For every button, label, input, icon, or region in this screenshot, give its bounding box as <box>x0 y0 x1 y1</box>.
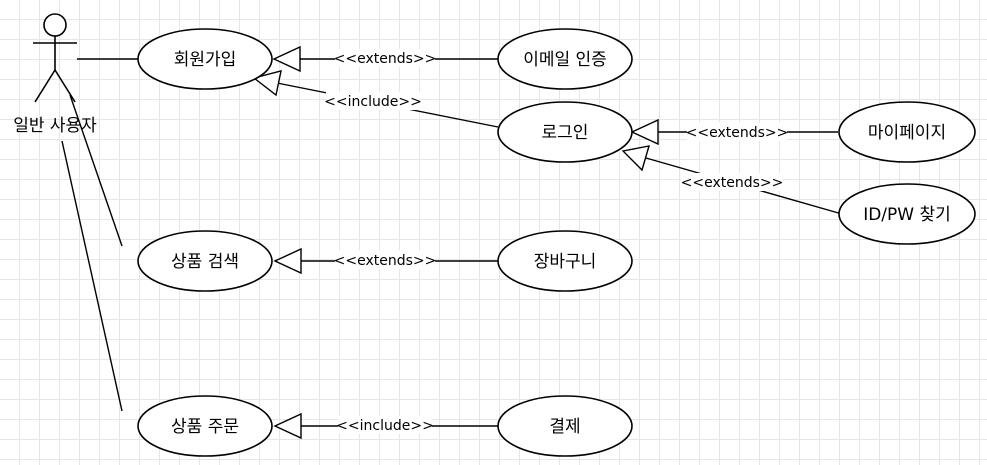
actor-left-leg <box>34 69 56 103</box>
usecase-product-order[interactable]: 상품 주문 <box>137 395 273 457</box>
svg-text:마이페이지: 마이페이지 <box>868 123 946 143</box>
svg-text:<<include>>: <<include>> <box>336 418 434 434</box>
svg-text:회원가입: 회원가입 <box>174 50 237 70</box>
svg-text:<<extends>>: <<extends>> <box>334 253 437 269</box>
usecase-email-verify[interactable]: 이메일 인증 <box>497 28 633 90</box>
label-payment-include: <<include>> <box>336 416 434 434</box>
actor-right-leg <box>54 69 76 103</box>
svg-text:<<extends>>: <<extends>> <box>681 175 784 191</box>
actor-general-user[interactable]: 일반 사용자 <box>13 13 97 136</box>
label-email-extends: <<extends>> <box>334 49 437 67</box>
actor-label: 일반 사용자 <box>13 116 97 136</box>
usecase-login[interactable]: 로그인 <box>497 101 633 163</box>
label-mypage-extends: <<extends>> <box>686 123 789 141</box>
association-product-search[interactable] <box>69 94 123 247</box>
association-product-order[interactable] <box>61 140 123 412</box>
label-cart-extends: <<extends>> <box>334 251 437 269</box>
usecase-payment[interactable]: 결제 <box>497 395 633 457</box>
svg-text:<<include>>: <<include>> <box>324 94 422 110</box>
svg-text:결제: 결제 <box>549 417 580 437</box>
svg-text:로그인: 로그인 <box>542 123 589 143</box>
usecase-mypage[interactable]: 마이페이지 <box>838 101 976 163</box>
label-login-include: <<include>> <box>324 92 422 110</box>
svg-text:상품 검색: 상품 검색 <box>171 252 239 272</box>
svg-text:<<extends>>: <<extends>> <box>334 51 437 67</box>
svg-text:장바구니: 장바구니 <box>534 252 597 272</box>
svg-text:<<extends>>: <<extends>> <box>686 125 789 141</box>
usecase-product-search[interactable]: 상품 검색 <box>137 230 273 292</box>
actor-head <box>43 13 67 37</box>
usecase-find-idpw[interactable]: ID/PW 찾기 <box>838 183 976 245</box>
svg-text:이메일 인증: 이메일 인증 <box>523 50 607 70</box>
svg-text:상품 주문: 상품 주문 <box>171 417 239 437</box>
usecase-cart[interactable]: 장바구니 <box>497 230 633 292</box>
label-idpw-extends: <<extends>> <box>681 173 784 191</box>
svg-text:ID/PW 찾기: ID/PW 찾기 <box>863 205 951 225</box>
usecase-signup[interactable]: 회원가입 <box>137 28 273 90</box>
